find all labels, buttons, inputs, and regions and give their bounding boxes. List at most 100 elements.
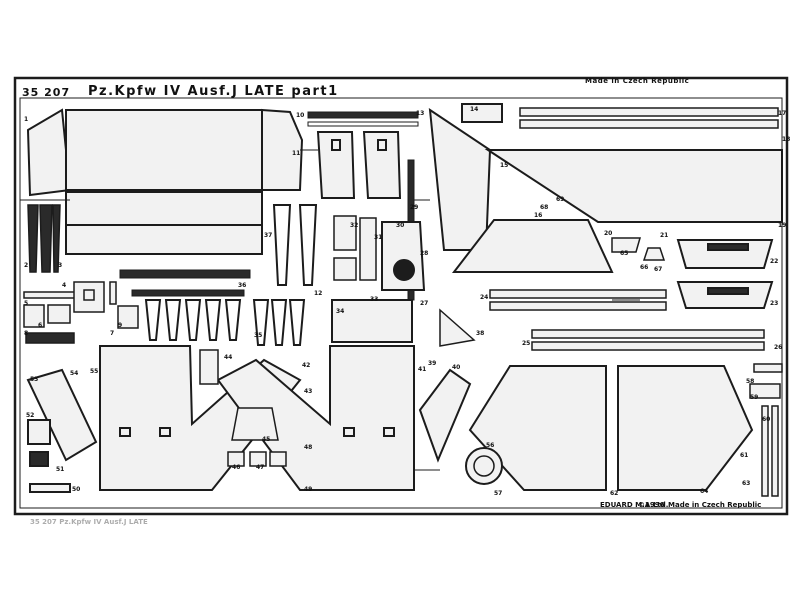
part-number-label: 29 <box>410 204 419 211</box>
part-round-vent-inner <box>473 455 495 477</box>
part-round-vent <box>465 447 503 485</box>
part-number-label: 47 <box>256 464 265 471</box>
part-number-label: 60 <box>762 416 771 423</box>
part-number-label: 18 <box>782 136 791 143</box>
part-left-strips <box>27 204 61 273</box>
part-number-label: 23 <box>770 300 779 307</box>
part-number-label: 10 <box>296 112 305 119</box>
fret-frame <box>13 76 789 516</box>
part-number-label: 13 <box>416 110 425 117</box>
part-number-label: 12 <box>314 290 323 297</box>
part-number-label: 38 <box>476 330 485 337</box>
part-center-brackets <box>333 215 377 281</box>
part-number-label: 55 <box>90 368 99 375</box>
part-number-label: 8 <box>24 330 29 337</box>
part-number-label: 52 <box>26 412 35 419</box>
part-vertical-racks <box>272 204 318 286</box>
part-number-label: 54 <box>70 370 79 377</box>
part-number-label: 5 <box>24 300 29 307</box>
part-number-label: 43 <box>304 388 313 395</box>
part-number-label: 34 <box>336 308 345 315</box>
part-number-label: 53 <box>30 376 39 383</box>
fret-product-code: 35 207 <box>22 86 71 99</box>
part-far-right-rods <box>749 363 783 497</box>
part-small-left-cluster <box>23 281 139 344</box>
part-center-bottom-bits <box>199 349 287 467</box>
part-number-label: 48 <box>304 444 313 451</box>
part-number-label: 49 <box>304 486 313 493</box>
part-triangle-plate <box>381 221 426 291</box>
part-number-label: 1 <box>24 116 29 123</box>
part-number-label: 2 <box>24 262 29 269</box>
fret-origin-bottom: Made in Czech Republic <box>668 501 762 509</box>
part-number-label: 3 <box>58 262 63 269</box>
part-number-label: 58 <box>746 378 755 385</box>
part-long-strips-top <box>519 107 779 129</box>
part-number-label: 67 <box>654 266 663 273</box>
part-side-wings-right <box>418 368 472 463</box>
part-number-label: 51 <box>56 466 65 473</box>
part-number-label: 37 <box>264 232 273 239</box>
part-number-label: 28 <box>420 250 429 257</box>
part-number-label: 46 <box>232 464 241 471</box>
part-top-bar <box>307 111 419 119</box>
part-number-label: 20 <box>604 230 613 237</box>
part-number-label: 41 <box>418 366 427 373</box>
part-number-label: 4 <box>62 282 67 289</box>
part-side-wings-left <box>26 368 98 493</box>
part-number-label: 56 <box>486 442 495 449</box>
part-number-label: 40 <box>452 364 461 371</box>
part-number-label: 44 <box>224 354 233 361</box>
part-number-label: 9 <box>118 322 123 329</box>
part-small-triangles <box>439 237 666 347</box>
part-number-label: 35 <box>254 332 263 339</box>
part-number-label: 57 <box>494 490 503 497</box>
part-number-label: 32 <box>350 222 359 229</box>
part-engine-deck-panels <box>468 365 754 491</box>
part-trapezoid-cover <box>451 219 614 273</box>
part-number-label: 50 <box>72 486 81 493</box>
part-number-label: 64 <box>700 488 709 495</box>
part-number-label: 39 <box>428 360 437 367</box>
fret-faded-label: 35 207 Pz.Kpfw IV Ausf.J LATE <box>30 518 148 526</box>
part-number-label: 11 <box>292 150 301 157</box>
part-number-label: 59 <box>750 394 759 401</box>
part-number-label: 25 <box>522 340 531 347</box>
part-number-label: 14 <box>470 106 479 113</box>
part-number-label: 68 <box>540 204 549 211</box>
fret-title: Pz.Kpfw IV Ausf.J LATE part1 <box>88 84 339 99</box>
part-large-cover <box>26 108 304 255</box>
part-number-label: 69 <box>556 196 565 203</box>
part-number-label: 22 <box>770 258 779 265</box>
part-long-strips-mid <box>489 289 765 351</box>
part-number-label: 17 <box>778 110 787 117</box>
part-number-label: 61 <box>740 452 749 459</box>
part-number-label: 21 <box>660 232 669 239</box>
part-number-label: 42 <box>302 362 311 369</box>
part-number-label: 26 <box>774 344 783 351</box>
part-number-label: 62 <box>610 490 619 497</box>
part-grille-row <box>119 269 251 297</box>
fret-maker: EDUARD M.A.Ltd. <box>600 501 669 509</box>
part-number-label: 31 <box>374 234 383 241</box>
part-number-label: 27 <box>420 300 429 307</box>
part-number-label: 16 <box>534 212 543 219</box>
part-number-label: 65 <box>620 250 629 257</box>
part-number-label: 45 <box>262 436 271 443</box>
part-number-label: 6 <box>38 322 43 329</box>
part-number-label: 33 <box>370 296 379 303</box>
part-number-label: 63 <box>742 480 751 487</box>
part-number-label: 36 <box>238 282 247 289</box>
part-number-label: 7 <box>110 330 115 337</box>
part-ladder-strips <box>144 299 306 346</box>
part-number-label: 30 <box>396 222 405 229</box>
fret-sprue-lines <box>20 149 640 471</box>
part-number-label: 19 <box>778 222 787 229</box>
part-right-angled <box>676 239 774 309</box>
part-top-bar-2 <box>307 121 419 127</box>
fret-year: ©1996 <box>638 501 665 509</box>
part-wedge-panel <box>484 149 783 223</box>
part-number-label: 15 <box>500 162 509 169</box>
part-number-label: 66 <box>640 264 649 271</box>
